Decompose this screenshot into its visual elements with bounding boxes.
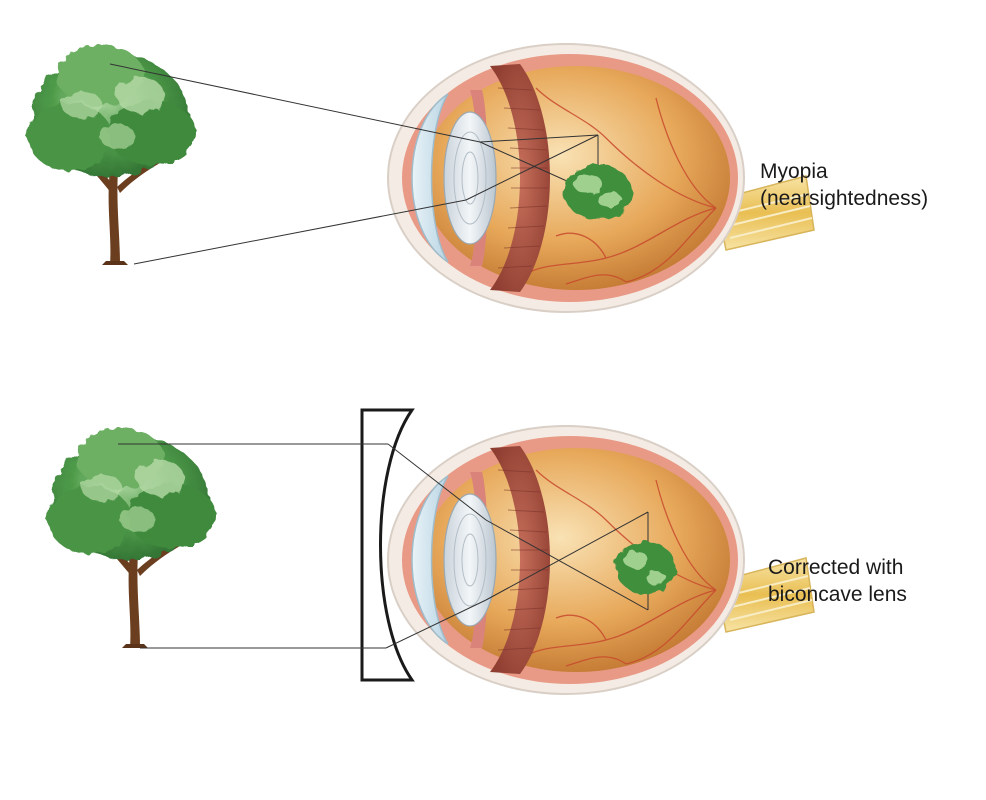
retinal-image-icon bbox=[616, 542, 676, 594]
caption-line: (nearsightedness) bbox=[760, 187, 929, 210]
caption-line: Myopia bbox=[760, 160, 828, 183]
panel-myopia bbox=[28, 43, 815, 313]
caption-line: biconcave lens bbox=[768, 583, 907, 606]
tree-icon bbox=[48, 428, 216, 648]
biconcave-lens-icon bbox=[360, 408, 415, 682]
caption-line: Corrected with bbox=[768, 556, 904, 579]
tree-icon bbox=[28, 45, 196, 265]
retinal-image-icon bbox=[564, 164, 632, 220]
caption-myopia: Myopia (nearsightedness) bbox=[760, 158, 928, 212]
light-rays bbox=[118, 443, 649, 649]
caption-corrected: Corrected with biconcave lens bbox=[768, 554, 907, 608]
eye-cross-section-icon bbox=[387, 425, 815, 695]
panel-corrected bbox=[48, 408, 815, 695]
